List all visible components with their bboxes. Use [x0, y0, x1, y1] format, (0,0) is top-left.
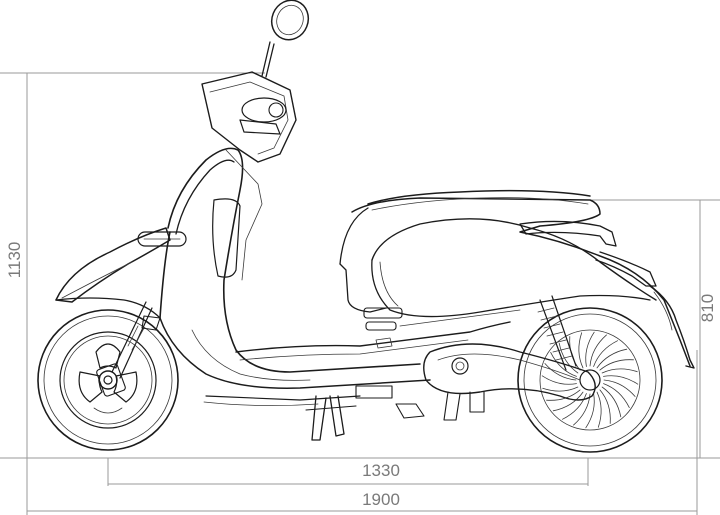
scooter-body [55, 0, 695, 406]
hub-spoke [603, 383, 630, 408]
hub-spoke [544, 363, 577, 381]
hub-spoke [542, 386, 579, 392]
hub-spoke [585, 331, 595, 367]
hub-spoke [596, 391, 602, 428]
rear-shock [537, 295, 577, 371]
hub-spoke [541, 375, 577, 385]
hub-spoke [593, 340, 618, 367]
seat-height-dimension-label: 810 [698, 294, 717, 322]
rear-hub-spokes [541, 331, 639, 429]
hub-spoke [601, 386, 622, 418]
hub-spoke [546, 389, 581, 401]
hub-spoke [596, 348, 628, 369]
hub-spoke [599, 359, 634, 371]
hub-spoke [599, 389, 611, 424]
center-stand [305, 385, 425, 441]
hub-spoke [550, 352, 577, 377]
swingarm [423, 343, 596, 421]
length-dimension-label: 1900 [362, 490, 400, 509]
hub-spoke [552, 391, 584, 412]
hub-spoke [603, 375, 639, 385]
hub-spoke [585, 393, 595, 429]
wheelbase-dimension-label: 1330 [362, 461, 400, 480]
dimension-lines [0, 72, 720, 515]
front-wheel [37, 309, 179, 451]
hub-spoke [601, 368, 638, 374]
hub-spoke [558, 342, 579, 374]
hub-spoke [562, 393, 587, 420]
front-fork [111, 301, 161, 379]
hub-spoke [589, 334, 607, 367]
rear-wheel [517, 307, 663, 453]
height-dimension-label: 1130 [5, 242, 24, 279]
hub-spoke [578, 332, 584, 369]
hub-spoke [603, 379, 636, 397]
